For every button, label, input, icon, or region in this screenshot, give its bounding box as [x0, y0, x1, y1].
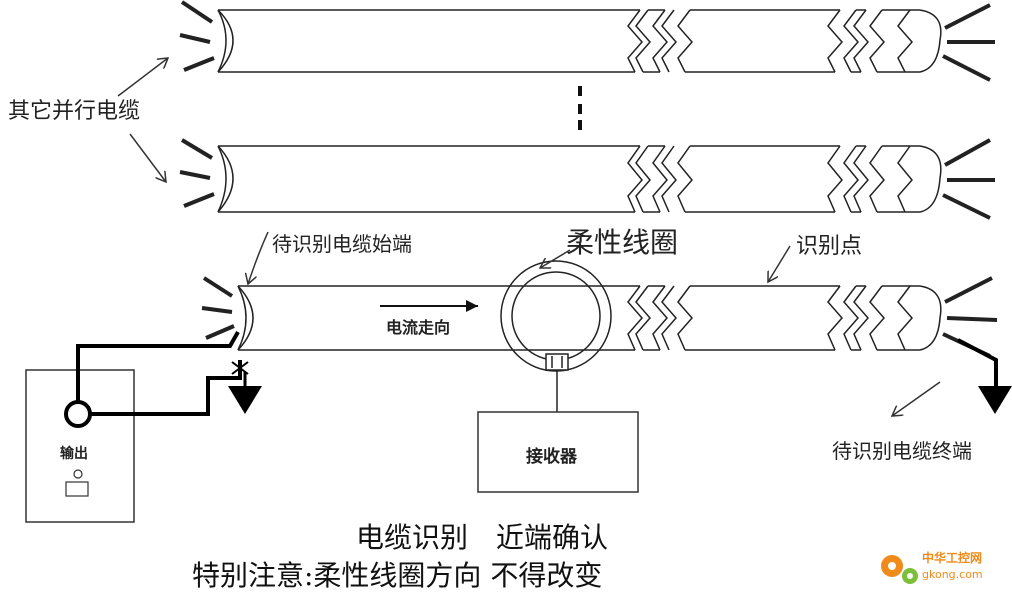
- parallel-cables-label: 其它并行电缆: [8, 99, 140, 124]
- parallel-cable-top: [179, 0, 995, 82]
- output-socket-icon: [65, 481, 89, 497]
- end-ground: [957, 338, 1012, 414]
- watermark: 中华工控网 gkong.com: [881, 550, 983, 584]
- parallel-label-arrows: [117, 58, 168, 182]
- receiver-box: [477, 411, 639, 493]
- flexible-coil: [500, 260, 612, 412]
- flexible-coil-label: 柔性线圈: [566, 226, 678, 259]
- cable-start-label: 待识别电缆始端: [272, 232, 412, 256]
- target-cable: [201, 276, 998, 358]
- receiver-label: 接收器: [526, 446, 578, 467]
- watermark-brand: 中华工控网: [922, 550, 982, 565]
- current-direction-label: 电流走向: [386, 318, 450, 337]
- caption-line2: 特别注意:柔性线圈方向 不得改变: [192, 559, 602, 592]
- parallel-cable-bottom: [179, 138, 995, 220]
- label-arrows: [248, 231, 941, 416]
- output-wiring: [64, 331, 242, 428]
- cable-end-label: 待识别电缆终端: [832, 439, 972, 463]
- caption-line1: 电缆识别 近端确认: [356, 521, 608, 554]
- identify-point-label: 识别点: [796, 234, 862, 259]
- output-label: 输出: [60, 445, 88, 462]
- start-ground: [228, 361, 262, 414]
- watermark-url: gkong.com: [922, 568, 983, 581]
- gear-icon: [881, 555, 918, 584]
